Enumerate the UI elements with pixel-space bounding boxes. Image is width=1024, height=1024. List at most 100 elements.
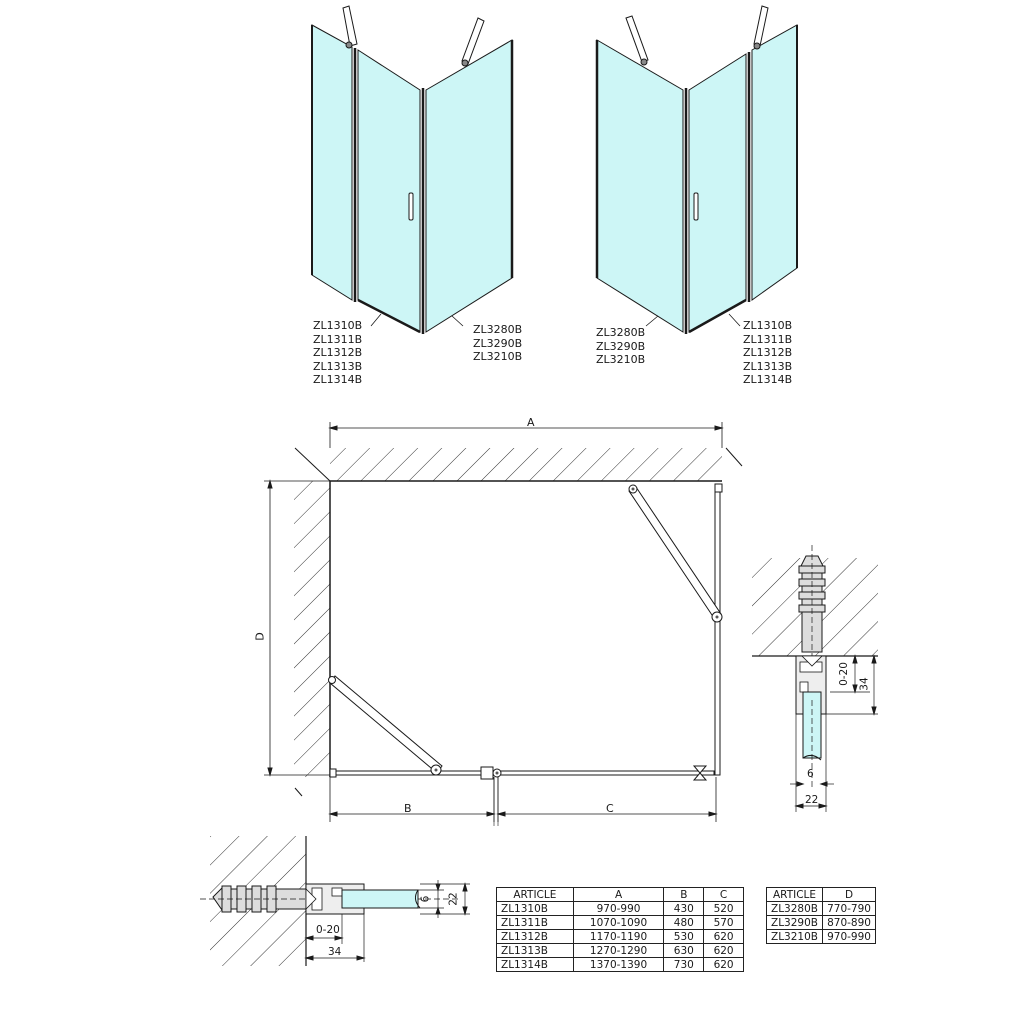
column-header: ARTICLE <box>496 887 574 902</box>
cell: 1370-1390 <box>572 957 665 972</box>
column-header: B <box>663 887 705 902</box>
table-row: ZL1311B 1070-1090 480 570 <box>496 915 744 930</box>
stabilizer-bar-plan <box>628 486 722 619</box>
column-header: C <box>703 887 744 902</box>
table-row: ZL1314B 1370-1390 730 620 <box>496 957 744 972</box>
door-handle <box>693 192 699 221</box>
fixed-glass-plan <box>333 770 483 776</box>
right-door-article-list: ZL1310B ZL1311B ZL1312B ZL1313B ZL1314B <box>743 319 792 387</box>
side-panel-right-view <box>596 39 684 333</box>
article-label: ZL3210B <box>473 350 523 363</box>
stabilizer-bar <box>625 15 649 63</box>
detail-depth-label: 34 <box>328 946 342 958</box>
table-header-row: ARTICLE A B C <box>496 887 744 902</box>
article-label: ZL1312B <box>313 346 363 359</box>
detail-width-label: 22 <box>805 794 819 806</box>
article-label: ZL3210B <box>596 353 646 366</box>
fixed-panel-left <box>311 24 353 301</box>
article-label: ZL3290B <box>473 336 523 350</box>
cell: 770-790 <box>822 901 876 916</box>
door-panel-left <box>357 49 421 333</box>
wall-left-hatch <box>294 481 330 777</box>
perspective-left <box>311 5 514 334</box>
plan-view <box>264 422 743 826</box>
cell: 480 <box>663 915 705 930</box>
cell: 570 <box>703 915 744 930</box>
article-label: ZL1314B <box>743 373 793 386</box>
door-dimensions-table: ARTICLE A B C ZL1310B 970-990 430 520 ZL… <box>496 887 744 972</box>
article-label: ZL1310B <box>313 319 363 332</box>
cell: 630 <box>663 943 705 958</box>
cell: ZL3290B <box>765 915 824 930</box>
detail-depth-label: 34 <box>858 677 871 691</box>
table-row: ZL3280B 770-790 <box>765 901 876 916</box>
cell: 1170-1190 <box>572 929 665 944</box>
dimension-c-label: C <box>606 802 614 815</box>
cell: 620 <box>703 957 744 972</box>
cell: 430 <box>663 901 705 916</box>
cell: 1070-1090 <box>572 915 665 930</box>
table-header-row: ARTICLE D <box>765 887 876 902</box>
right-side-article-list: ZL3280B ZL3290B ZL3210B <box>596 326 645 367</box>
glass-section <box>341 889 419 909</box>
stabilizer-bar <box>342 5 358 47</box>
cell: 530 <box>663 929 705 944</box>
dimension-d-label: D <box>253 632 267 641</box>
article-label: ZL1311B <box>743 332 793 346</box>
article-label: ZL1312B <box>743 346 793 359</box>
cell: 620 <box>703 929 744 944</box>
table-row: ZL1310B 970-990 430 520 <box>496 901 744 916</box>
wall-profile-detail-bottom <box>200 836 470 966</box>
cell: 520 <box>703 901 744 916</box>
wall-dowel <box>798 545 826 670</box>
detail-width-label: 22 <box>447 892 460 906</box>
perspective-right <box>595 5 798 334</box>
stabilizer-bar <box>461 17 485 65</box>
cell: 970-990 <box>572 901 665 916</box>
cell: ZL1313B <box>496 943 574 958</box>
article-label: ZL3280B <box>596 326 646 339</box>
cell: ZL1312B <box>496 929 574 944</box>
article-label: ZL3290B <box>596 339 646 353</box>
cell: 970-990 <box>822 929 876 944</box>
door-handle <box>408 192 414 221</box>
article-label: ZL1314B <box>313 373 363 386</box>
detail-adjust-label: 0-20 <box>316 924 340 936</box>
wall-profile-detail-right <box>752 545 878 812</box>
table-row: ZL1312B 1170-1190 530 620 <box>496 929 744 944</box>
left-door-article-list: ZL1310B ZL1311B ZL1312B ZL1313B ZL1314B <box>313 319 362 387</box>
cell: 620 <box>703 943 744 958</box>
stabilizer-bar <box>753 5 769 47</box>
cell: ZL1310B <box>496 901 574 916</box>
stabilizer-bar-plan <box>329 675 443 774</box>
cell: ZL1311B <box>496 915 574 930</box>
fixed-panel-right <box>751 24 798 301</box>
side-panel-left-view <box>425 39 513 333</box>
side-panel-plan <box>714 484 721 776</box>
column-header: A <box>572 887 665 902</box>
article-label: ZL1313B <box>743 359 793 373</box>
door-glass-plan <box>499 770 715 776</box>
article-label: ZL3280B <box>473 323 523 336</box>
table-row: ZL3210B 970-990 <box>765 929 876 944</box>
hinge-profile <box>480 766 494 780</box>
detail-glass-label: 6 <box>419 895 432 903</box>
detail-adjust-label: 0-20 <box>837 662 850 686</box>
cell: 730 <box>663 957 705 972</box>
cell: ZL1314B <box>496 957 574 972</box>
cell: 1270-1290 <box>572 943 665 958</box>
cell: ZL3210B <box>765 929 824 944</box>
table-row: ZL3290B 870-890 <box>765 915 876 930</box>
column-header: D <box>822 887 876 902</box>
cell: ZL3280B <box>765 901 824 916</box>
column-header: ARTICLE <box>765 887 824 902</box>
table-row: ZL1313B 1270-1290 630 620 <box>496 943 744 958</box>
detail-glass-label: 6 <box>807 768 814 780</box>
dimension-b-label: B <box>404 802 412 815</box>
left-side-article-list: ZL3280B ZL3290B ZL3210B <box>473 323 522 364</box>
article-label: ZL1310B <box>743 319 793 332</box>
wall-top-hatch <box>330 448 722 481</box>
cell: 870-890 <box>822 915 876 930</box>
article-label: ZL1311B <box>313 332 363 346</box>
